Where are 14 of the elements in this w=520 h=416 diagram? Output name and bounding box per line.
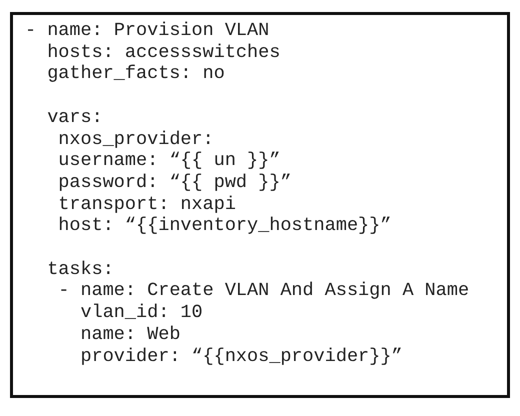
code-line: - name: Create VLAN And Assign A Name <box>58 281 470 302</box>
code-line: transport: nxapi <box>58 194 236 215</box>
code-line: provider: “{{nxos_provider}}” <box>80 346 402 366</box>
code-line: name: Web <box>80 324 180 345</box>
code-line: - name: Provision VLAN <box>25 21 270 41</box>
code-line: host: “{{inventory_hostname}}” <box>58 216 392 236</box>
code-line: nxos_provider: <box>58 130 214 150</box>
code-line: password: “{{ pwd }}” <box>58 172 292 193</box>
code-line: hosts: accessswitches <box>47 42 280 63</box>
code-line: gather_facts: no <box>47 64 225 84</box>
code-line: vars: <box>47 108 103 128</box>
code-line: vlan_id: 10 <box>80 303 203 324</box>
code-line: tasks: <box>47 260 114 280</box>
code-line: username: “{{ un }}” <box>58 151 280 172</box>
